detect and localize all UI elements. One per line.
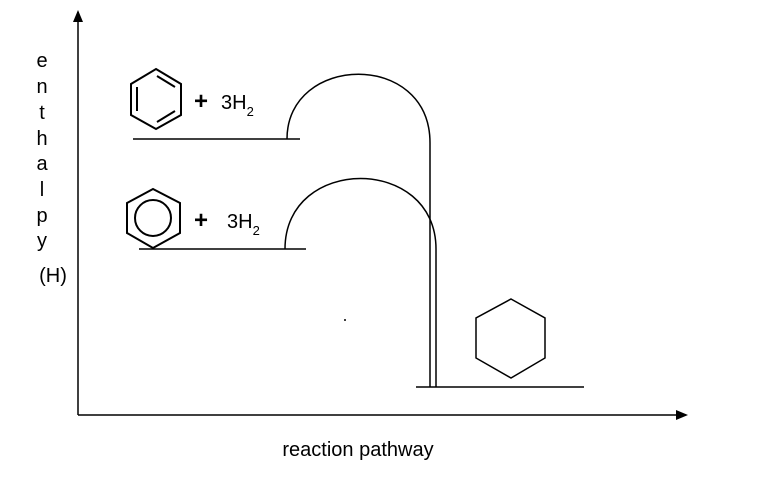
y-label-letter: n (36, 76, 47, 98)
y-label-letter: y (37, 230, 47, 252)
y-label-letter: p (36, 205, 47, 227)
upper-hydrogen-formula: 3H2 (221, 92, 254, 119)
y-label-letter: h (36, 128, 47, 150)
y-axis-label: e n t h a l p y (H) (36, 50, 66, 287)
lower-hydrogen-formula: 3H2 (227, 211, 260, 238)
y-label-letter: (H) (39, 265, 67, 287)
upper-plus-sign: + (194, 88, 208, 115)
lower-h-subscript: 2 (253, 223, 260, 238)
x-axis-label: reaction pathway (282, 439, 433, 461)
y-label-letter: a (36, 153, 48, 175)
y-label-letter: l (40, 179, 44, 201)
upper-h-coefficient: 3H (221, 92, 247, 114)
cyclohexane-icon (475, 298, 546, 379)
benzene-circle-icon (126, 187, 181, 250)
lower-plus-sign: + (194, 207, 208, 234)
upper-reaction-curve (286, 73, 431, 387)
upper-h-subscript: 2 (247, 104, 254, 119)
y-label-letter: t (39, 102, 45, 124)
cyclohexatriene-kekule-icon (130, 67, 182, 131)
stray-dot (344, 319, 346, 321)
lower-reaction-curve (284, 177, 437, 387)
y-label-letter: e (36, 50, 47, 72)
lower-h-coefficient: 3H (227, 211, 253, 233)
